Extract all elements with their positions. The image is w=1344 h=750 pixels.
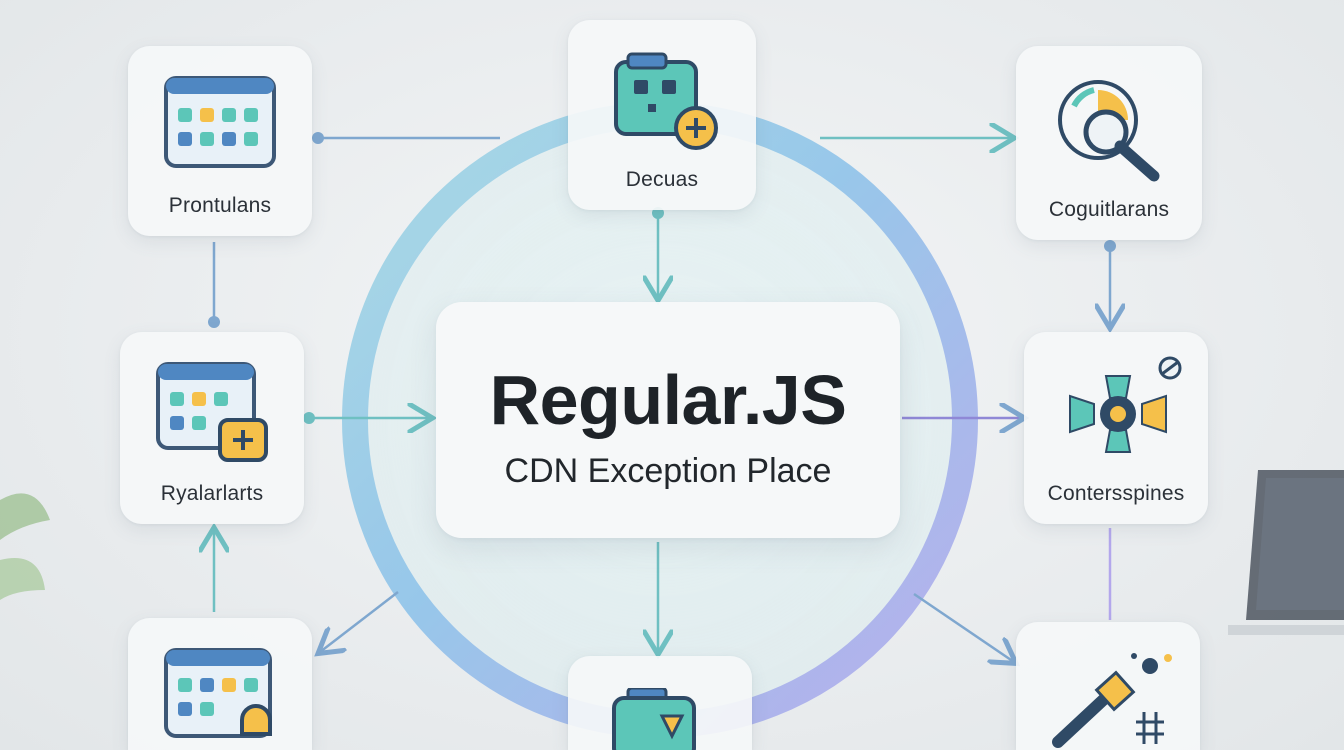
magnifier-chart-icon xyxy=(1058,80,1160,182)
node-label-coguitlarans: Coguitlarans xyxy=(1048,198,1170,221)
laptop-decoration xyxy=(1228,470,1344,635)
module-icon xyxy=(612,688,696,750)
node-label-contersspines: Contersspines xyxy=(1047,482,1185,505)
node-label-decuas: Decuas xyxy=(625,168,699,191)
node-card-contersspines[interactable]: Contersspines xyxy=(1024,332,1208,524)
node-label-prontulans: Prontulans xyxy=(168,194,272,217)
node-card-coguitlarans[interactable]: Coguitlarans xyxy=(1016,46,1202,240)
pen-tool-icon xyxy=(1052,653,1172,748)
node-card-bottom-right[interactable] xyxy=(1016,622,1200,750)
node-label-ryalarlarts: Ryalarlarts xyxy=(160,482,264,505)
calendar-grid-icon xyxy=(164,76,276,168)
node-card-prontulans[interactable]: Prontulans xyxy=(128,46,312,236)
calendar-lock-icon xyxy=(164,648,272,738)
network-hub-icon xyxy=(1069,356,1182,453)
calendar-add-icon xyxy=(156,362,268,462)
node-card-bottom-left[interactable] xyxy=(128,618,312,750)
plant-decoration xyxy=(0,493,50,600)
central-node-card[interactable]: Regular.JS CDN Exception Place xyxy=(436,302,900,538)
node-card-decuas[interactable]: Decuas xyxy=(568,20,756,210)
central-title: Regular.JS xyxy=(489,361,847,439)
node-card-ryalarlarts[interactable]: Ryalarlarts xyxy=(120,332,304,524)
central-subtitle: CDN Exception Place xyxy=(504,452,832,490)
node-card-bottom-center[interactable] xyxy=(568,656,752,750)
add-module-icon xyxy=(614,52,718,150)
